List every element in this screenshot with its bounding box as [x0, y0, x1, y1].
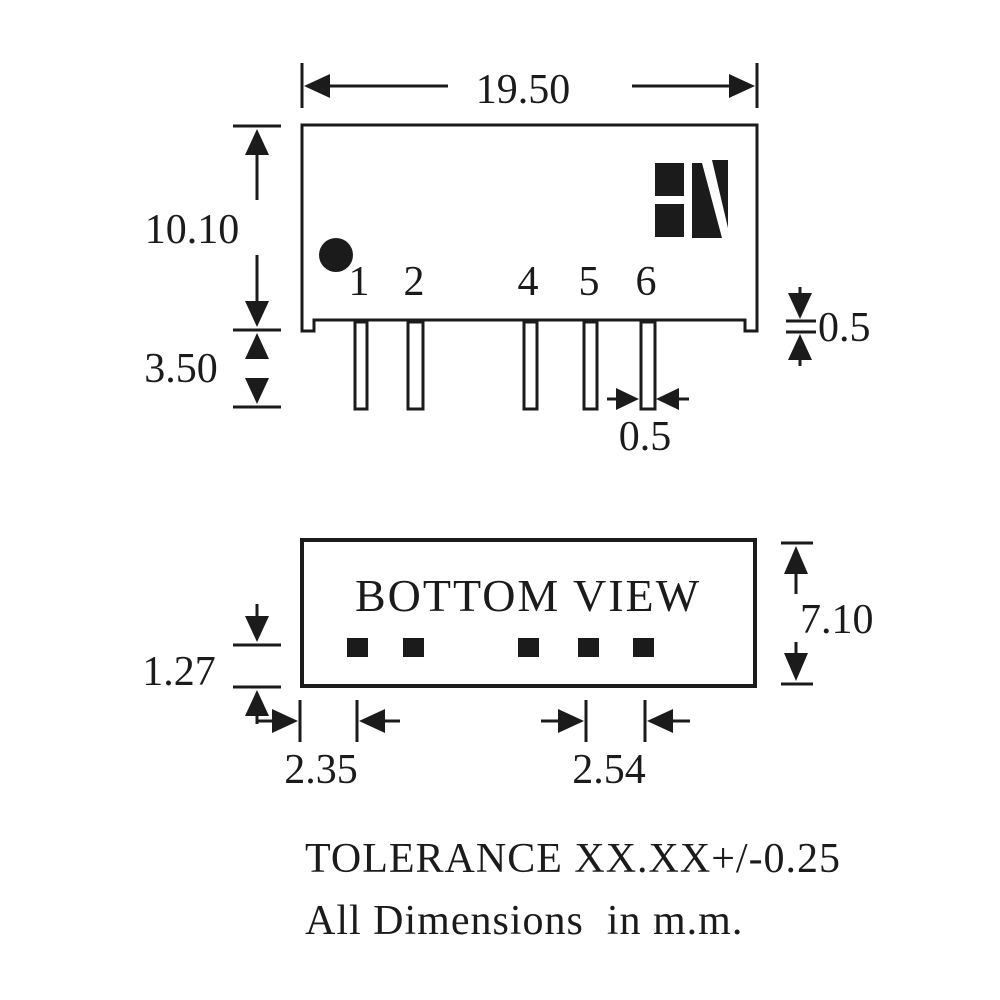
dim-pin-width: 0.5: [607, 388, 689, 460]
pin-label-4: 4: [518, 259, 539, 305]
pin-lead-2: [406, 320, 425, 411]
arrowhead-left: [656, 388, 679, 410]
arrowhead-up: [245, 129, 269, 155]
dim-package-width: 19.50: [300, 63, 759, 113]
logo-diagonal-upper: [712, 160, 728, 228]
logo-diagonal-lower: [692, 163, 722, 238]
dim-pin-row-offset: 1.27: [142, 604, 281, 724]
dim-width-label: 19.50: [476, 67, 571, 113]
arrowhead-down: [245, 301, 269, 327]
pin-label-5: 5: [579, 259, 600, 305]
bottom-view-outline: [300, 538, 757, 688]
pin-label-2: 2: [404, 259, 425, 305]
arrowhead-right: [272, 709, 298, 733]
dim-pin-length: 3.50: [144, 333, 281, 409]
dim-body-height: 10.10: [145, 124, 281, 332]
dim-body-height-label: 10.10: [145, 207, 240, 253]
pin-pads: [347, 638, 654, 657]
arrowhead-left: [359, 709, 385, 733]
dim-body-depth-label: 7.10: [800, 597, 874, 643]
arrowhead-right: [558, 709, 584, 733]
dim-body-depth: 7.10: [781, 541, 874, 686]
dim-pin-length-label: 3.50: [144, 346, 218, 392]
pin-lead-6: [639, 320, 657, 411]
arrowhead-down: [245, 378, 269, 404]
pin-lead-5: [582, 320, 599, 411]
dim-edge-to-pin1: 2.35: [257, 700, 400, 793]
pin-label-1: 1: [349, 259, 370, 305]
logo-square-top: [655, 163, 684, 196]
units-note: All Dimensions in m.m.: [305, 898, 743, 944]
pin-leads: [353, 320, 657, 411]
bottom-view-title: BOTTOM VIEW: [355, 570, 701, 621]
dim-pin-pitch-label: 2.54: [572, 747, 646, 793]
arrowhead-up: [245, 333, 269, 359]
pin-lead-4: [522, 320, 539, 411]
top-view: 1 2 4 5 6: [300, 123, 759, 411]
pin-lead-1: [353, 320, 369, 411]
dim-standoff-height: 0.5: [786, 287, 871, 366]
pad-2: [403, 638, 424, 657]
arrowhead-right: [729, 74, 755, 98]
bottom-view: BOTTOM VIEW: [300, 538, 757, 688]
pin-number-labels: 1 2 4 5 6: [349, 259, 657, 305]
dim-pin-pitch: 2.54: [541, 700, 690, 793]
dim-pin-width-label: 0.5: [619, 414, 672, 460]
package-body-outline: [300, 123, 759, 333]
arrowhead-up: [788, 334, 812, 360]
drawing-notes: TOLERANCE XX.XX+/-0.25 All Dimensions in…: [305, 836, 841, 944]
brand-logo: [655, 160, 728, 238]
pad-1: [347, 638, 368, 657]
arrowhead-down: [788, 293, 812, 319]
arrowhead-down: [245, 616, 269, 642]
pad-6: [633, 638, 654, 657]
logo-square-bottom: [655, 204, 684, 237]
arrowhead-up: [245, 690, 269, 716]
arrowhead-right: [616, 388, 639, 410]
tolerance-note: TOLERANCE XX.XX+/-0.25: [305, 836, 841, 882]
arrowhead-down: [784, 653, 808, 681]
pin1-indicator-dot: [319, 238, 353, 272]
pin-label-6: 6: [636, 259, 657, 305]
dim-edge-to-pin1-label: 2.35: [284, 747, 358, 793]
arrowhead-up: [784, 546, 808, 574]
pad-5: [578, 638, 599, 657]
dim-standoff-label: 0.5: [818, 305, 871, 351]
arrowhead-left: [647, 709, 673, 733]
arrowhead-left: [304, 74, 330, 98]
pad-4: [518, 638, 539, 657]
dim-pin-row-offset-label: 1.27: [142, 649, 216, 695]
